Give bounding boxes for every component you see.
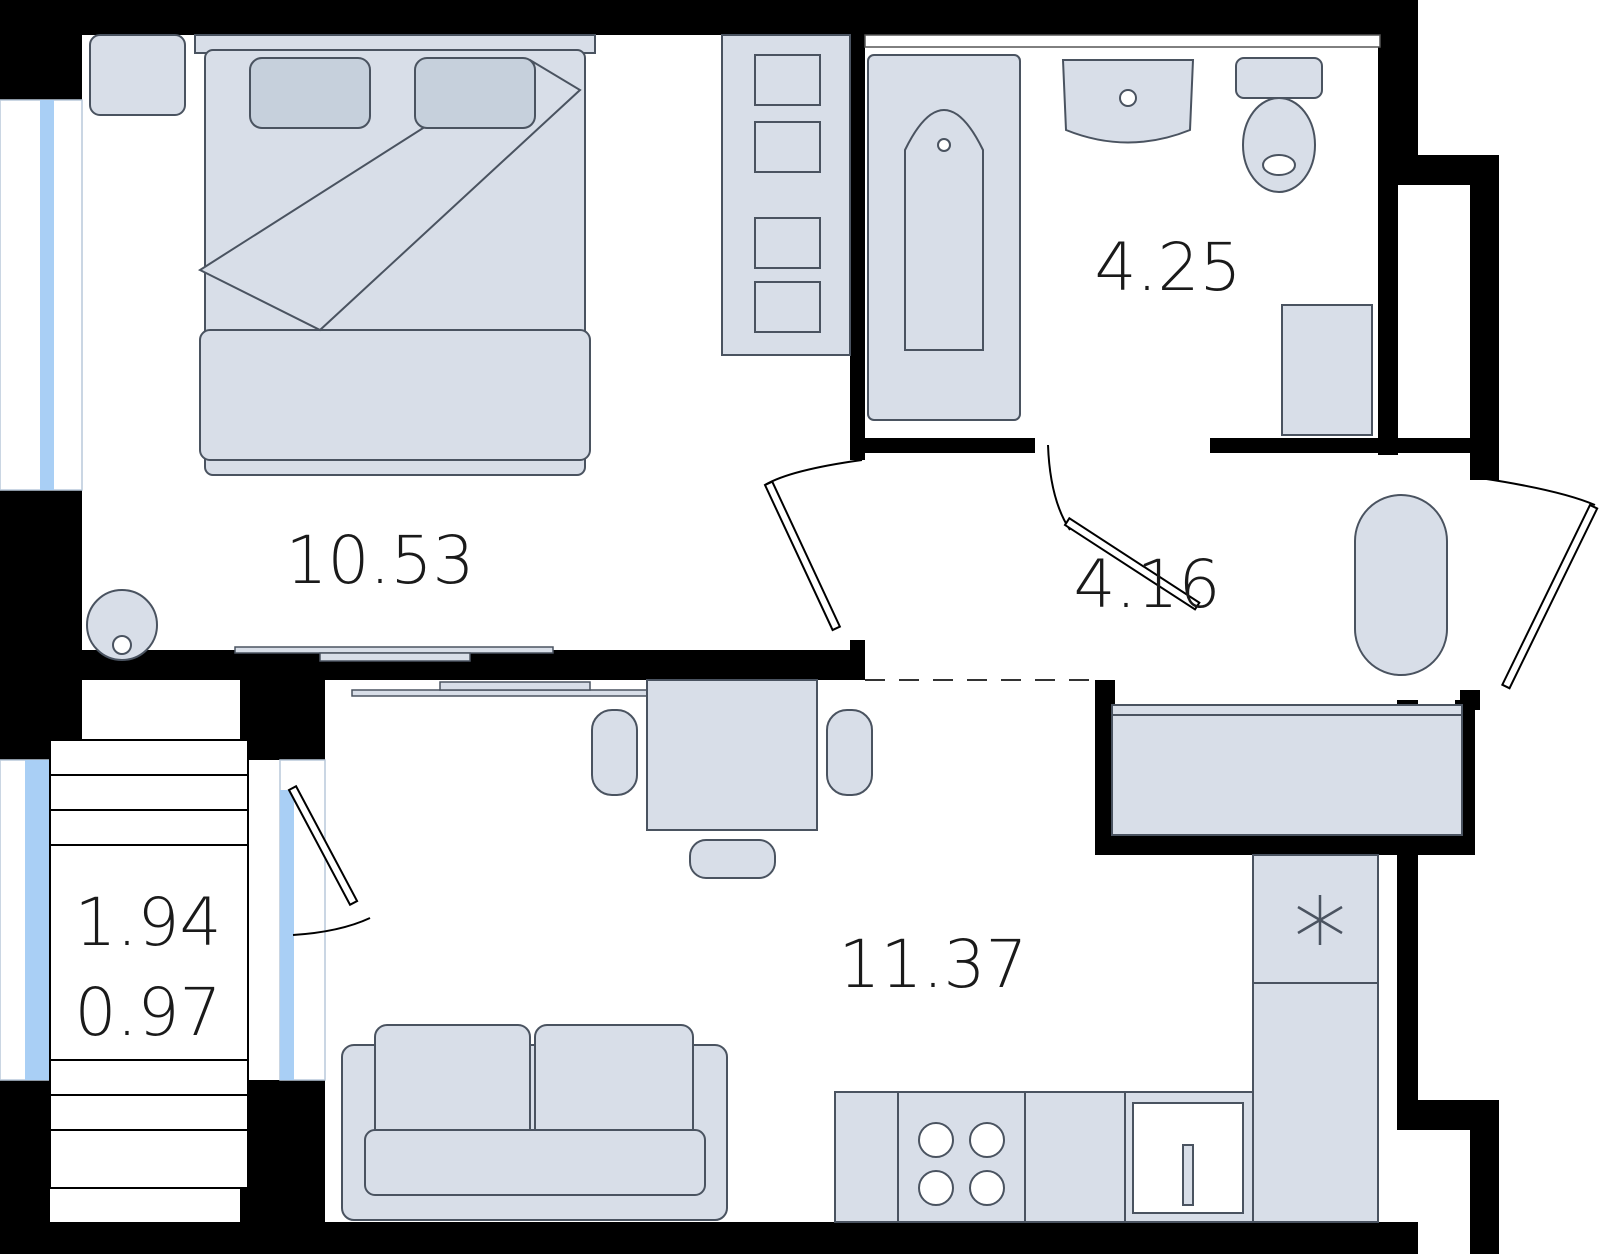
door-entrance xyxy=(1479,477,1599,690)
door-bedroom xyxy=(763,459,863,632)
bed xyxy=(194,34,596,476)
dining-table xyxy=(591,679,873,879)
wardrobe xyxy=(1111,704,1463,836)
kitchen-counter xyxy=(834,854,1379,1223)
nightstand xyxy=(89,34,186,116)
robot-vacuum xyxy=(86,589,158,661)
area-hallway: 4.16 xyxy=(1074,546,1221,623)
door-bathroom xyxy=(1047,444,1201,611)
snowflake-icon xyxy=(1297,895,1343,945)
balcony-slats xyxy=(49,739,249,1189)
sofa xyxy=(341,1024,728,1221)
stove-burners xyxy=(918,1122,1005,1206)
area-bedroom: 10.53 xyxy=(286,522,475,599)
door-balcony xyxy=(287,784,371,936)
tv-bedroom xyxy=(234,646,554,662)
washing-machine xyxy=(1281,304,1373,436)
kitchen-sink xyxy=(1132,1102,1244,1214)
window-top-bathroom xyxy=(864,34,1381,48)
hallway-rug xyxy=(1354,494,1448,676)
dresser xyxy=(721,34,851,356)
area-balcony-reduced: 0.97 xyxy=(75,974,222,1051)
sink-bathroom xyxy=(1061,59,1195,144)
area-balcony: 1.94 xyxy=(75,884,222,961)
window-bedroom xyxy=(0,99,83,491)
bathtub xyxy=(867,54,1021,421)
toilet xyxy=(1235,57,1323,193)
tv-living xyxy=(351,681,671,697)
area-bathroom: 4.25 xyxy=(1095,229,1242,306)
area-labels: 10.53 4.25 4.16 11.37 1.94 0.97 xyxy=(75,229,1242,1051)
area-living-kitchen: 11.37 xyxy=(839,926,1028,1003)
window-balcony xyxy=(0,759,51,1081)
